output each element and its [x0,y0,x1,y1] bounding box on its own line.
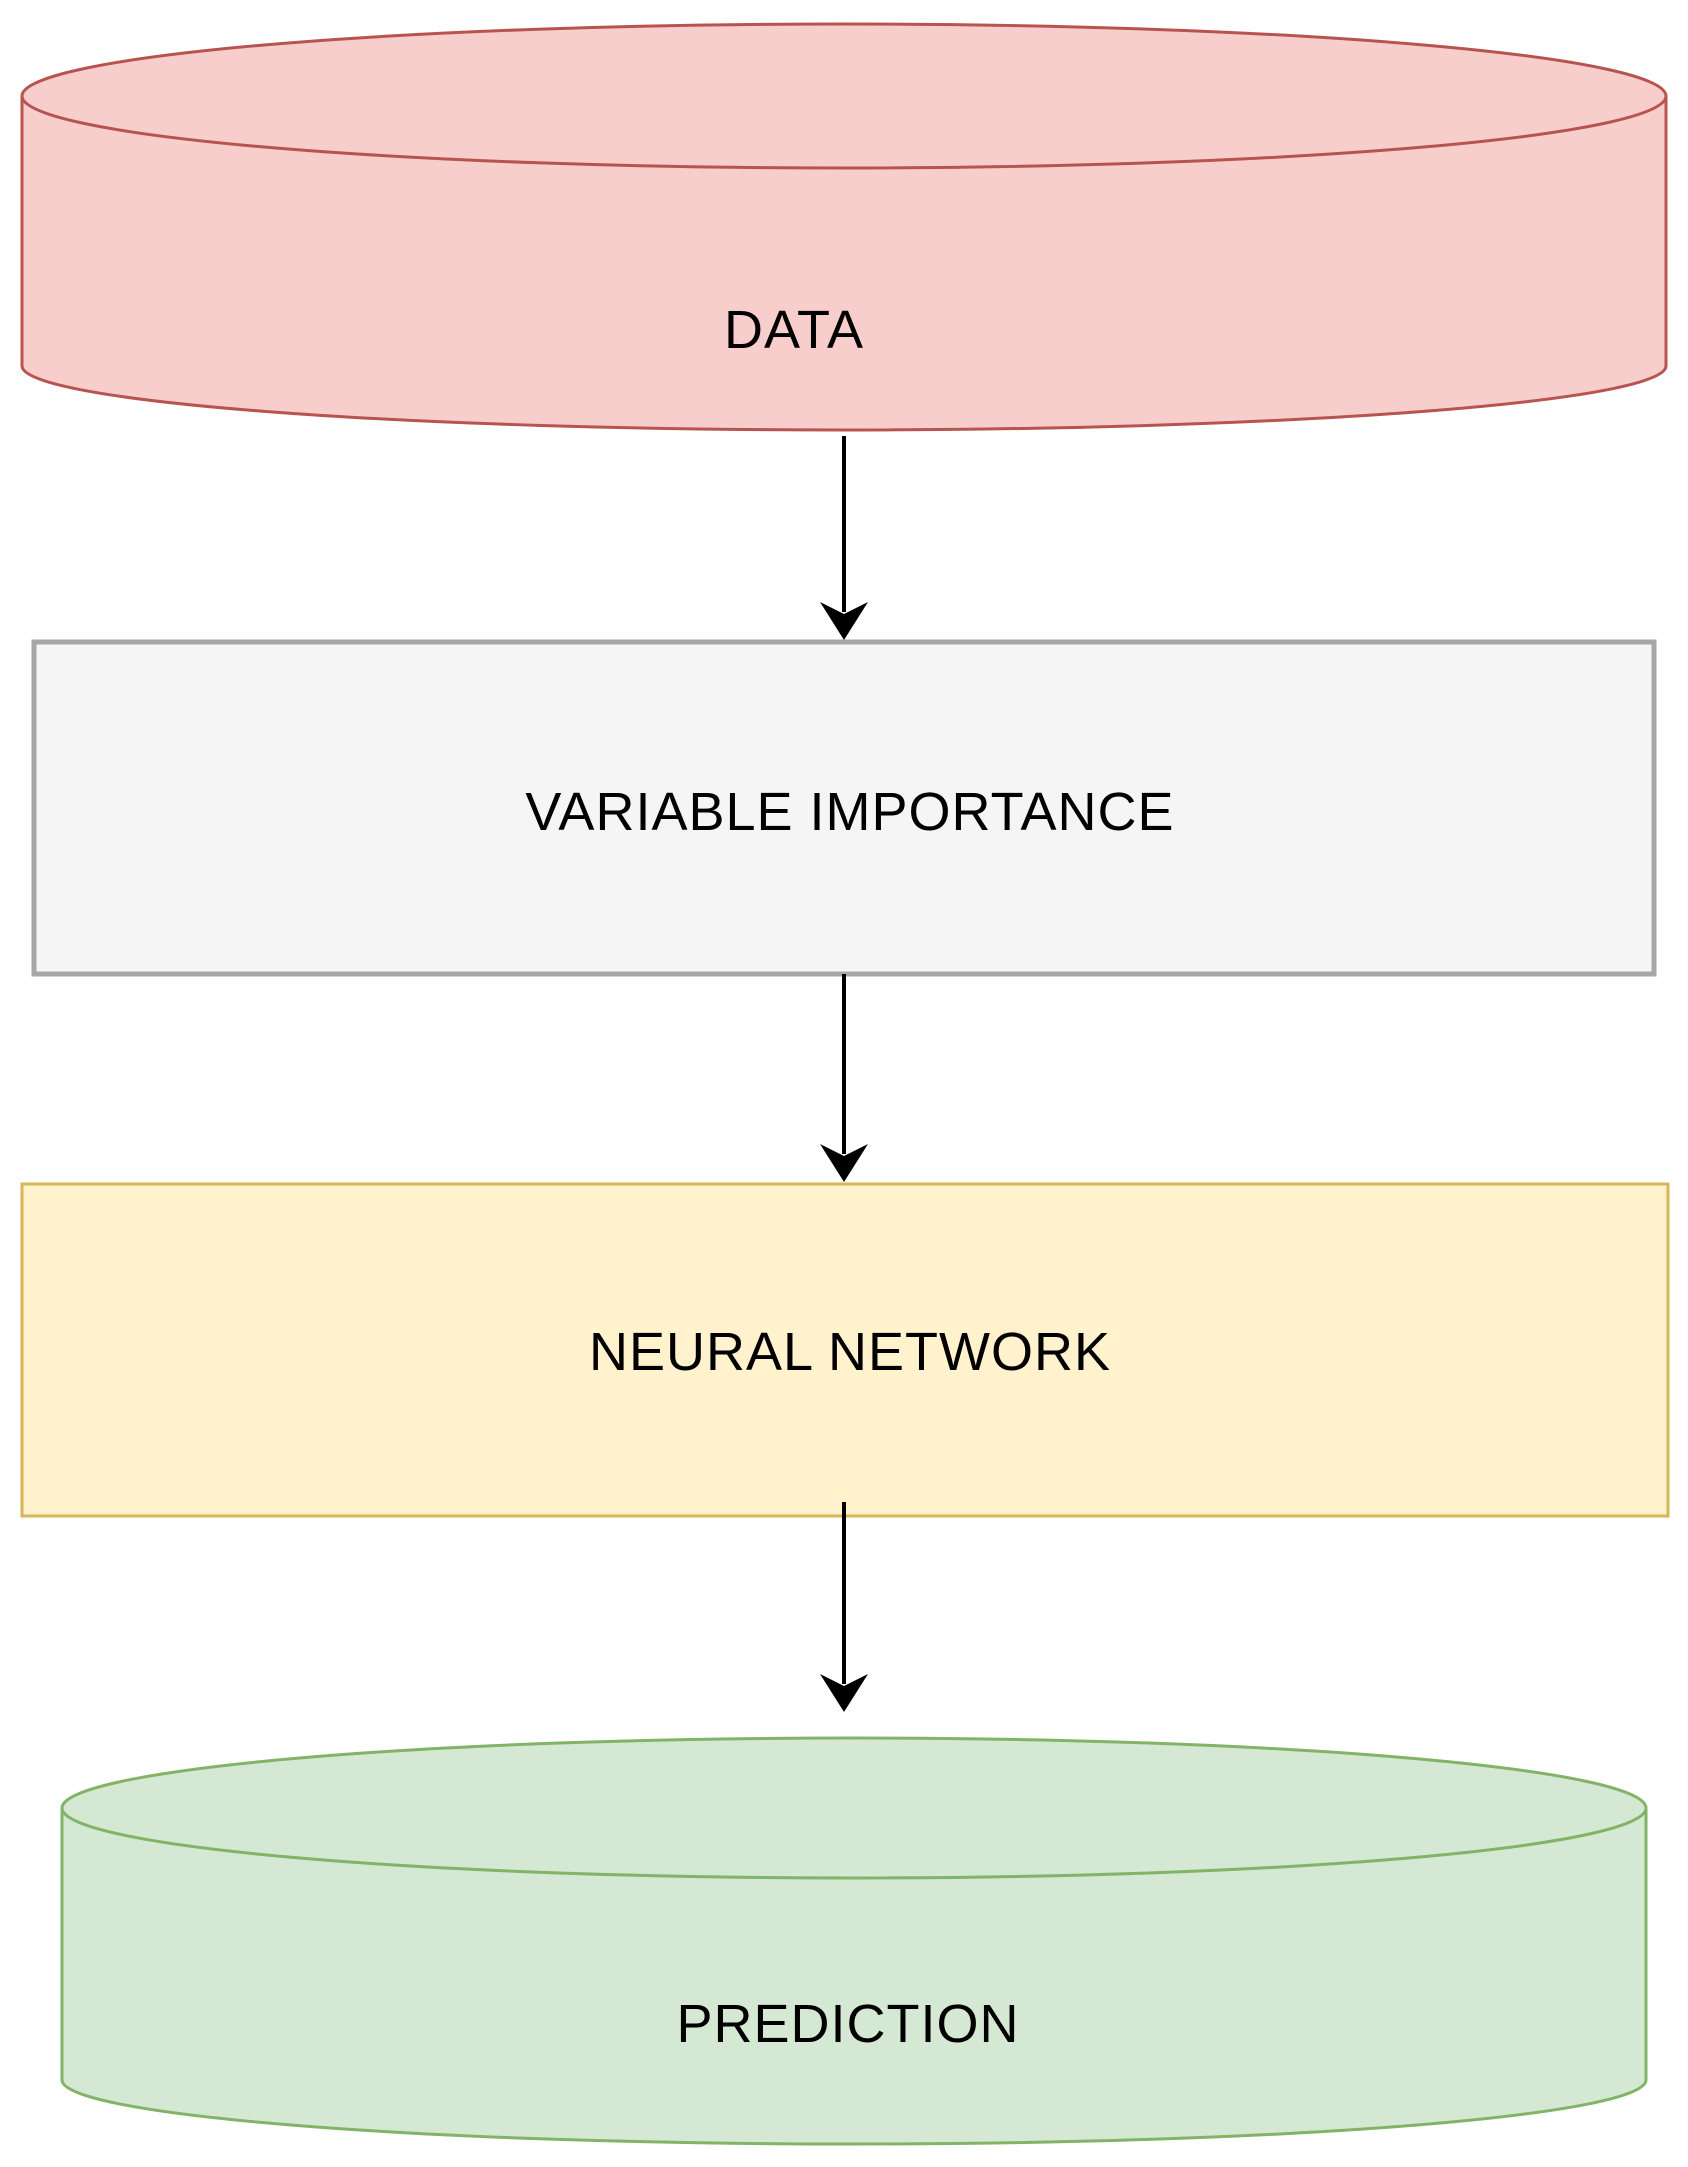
neural-network-box: NEURAL NETWORK [20,1182,1670,1518]
edge-data-to-variable-importance [820,436,868,640]
data-cylinder-top-rim [20,95,1668,170]
variable-importance-label: VARIABLE IMPORTANCE [525,782,1174,842]
prediction-label: PREDICTION [676,1994,1019,2054]
arrowhead-icon [820,602,868,640]
prediction-cylinder-top-rim [60,1807,1648,1880]
neural-network-label: NEURAL NETWORK [589,1322,1111,1382]
edge-neural-network-to-prediction [820,1502,868,1712]
edge-variable-importance-to-neural-network [820,974,868,1182]
prediction-cylinder-body [60,1736,1648,2146]
data-cylinder: DATA [20,22,1668,432]
variable-importance-rect [31,639,1657,977]
arrowhead-icon [820,1674,868,1712]
arrowhead-icon [820,1144,868,1182]
data-label: DATA [724,300,864,360]
prediction-cylinder: PREDICTION [60,1736,1648,2146]
neural-network-rect [20,1182,1670,1518]
variable-importance-box: VARIABLE IMPORTANCE [31,639,1657,977]
data-cylinder-body [20,22,1668,432]
